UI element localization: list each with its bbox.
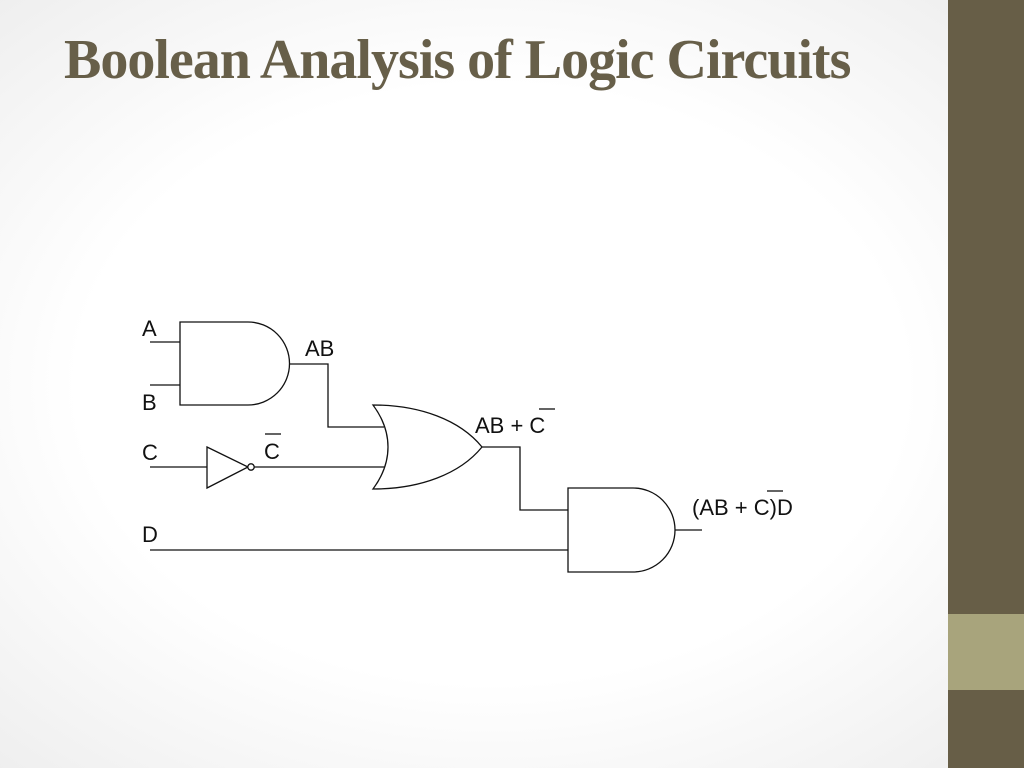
output-label-c-bar: C (264, 439, 280, 464)
input-label-c: C (142, 440, 158, 465)
output-label-ab: AB (305, 336, 334, 361)
output-label-final: (AB + C)D (692, 495, 793, 520)
wire-or-output (482, 446, 568, 511)
input-label-a: A (142, 316, 157, 341)
logic-circuit-diagram: A B C D AB C AB + C (AB + C)D (142, 316, 793, 573)
output-label-ab-plus-c-bar: AB + C (475, 413, 545, 438)
input-label-d: D (142, 522, 158, 547)
and-gate-ab (179, 321, 291, 406)
slide-title: Boolean Analysis of Logic Circuits (64, 29, 851, 91)
final-bar-letter: C (754, 495, 770, 520)
and-gate-final (567, 487, 676, 573)
final-prefix: (AB + (692, 495, 754, 520)
or-gate (371, 404, 483, 490)
output-bar-letter: C (529, 413, 545, 438)
output-prefix: AB + (475, 413, 529, 438)
inverter-bubble (247, 463, 255, 471)
wire-ab (289, 363, 384, 428)
final-suffix: )D (770, 495, 793, 520)
sidebar-accent-block (948, 614, 1024, 690)
not-gate (206, 445, 250, 490)
input-label-b: B (142, 390, 157, 415)
